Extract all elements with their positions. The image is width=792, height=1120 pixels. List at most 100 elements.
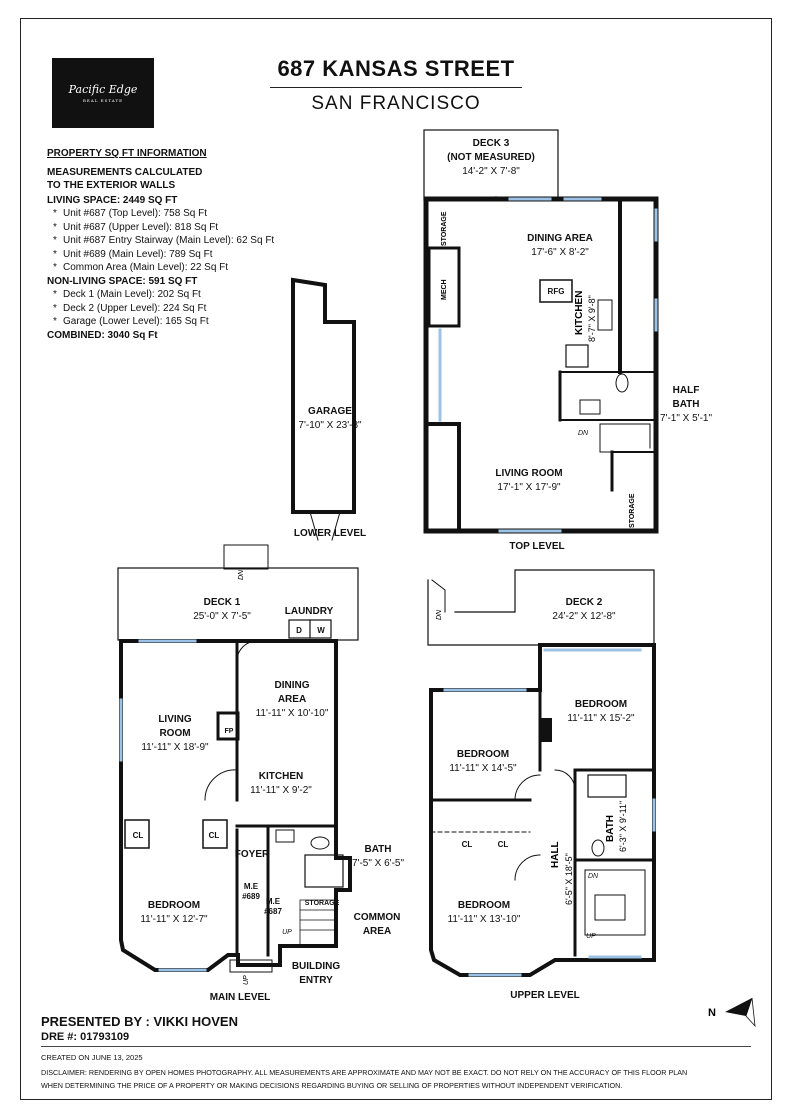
sqft-heading: PROPERTY SQ FT INFORMATION bbox=[47, 148, 207, 159]
deck3-name: DECK 3 bbox=[473, 138, 510, 149]
me689-label-1: M.E bbox=[244, 882, 259, 891]
common-area-label-2: AREA bbox=[363, 926, 391, 937]
foyer-label: FOYER bbox=[235, 849, 270, 860]
bedroom-upper-c-dim: 11'-11" X 13'-10" bbox=[448, 914, 521, 925]
upper-dn-label: DN bbox=[588, 873, 599, 880]
common-area-label-1: COMMON bbox=[354, 912, 401, 923]
lower-level-label: LOWER LEVEL bbox=[294, 528, 366, 539]
logo-text: Pacific Edge bbox=[68, 83, 138, 96]
half-bath-sink bbox=[579, 399, 601, 415]
closet-right bbox=[202, 819, 228, 849]
upper-bath-toilet bbox=[591, 839, 605, 857]
dryer-label: D bbox=[296, 626, 302, 635]
presented-by: PRESENTED BY : VIKKI HOVEN bbox=[41, 1014, 238, 1029]
living-top-dim: 17'-1" X 17'-9" bbox=[497, 482, 561, 493]
sqft-info-panel: PROPERTY SQ FT INFORMATION MEASUREMENTS … bbox=[47, 147, 347, 342]
bath-upper-name: BATH bbox=[605, 815, 616, 842]
rfg-label: RFG bbox=[548, 287, 565, 296]
deck1-dn-label: DN bbox=[238, 569, 245, 580]
deck3-dim: 14'-2" X 7'-8" bbox=[462, 166, 520, 177]
kitchen-top-dim: 8'-7" X 9'-8" bbox=[587, 295, 597, 342]
nonliving-item: *Deck 1 (Main Level): 202 Sq Ft bbox=[53, 289, 201, 300]
kitchen-main-name: KITCHEN bbox=[259, 771, 303, 782]
bath-toilet bbox=[310, 836, 330, 850]
upper-up-label: UP bbox=[586, 933, 596, 940]
dining-main-label-1: DINING bbox=[275, 680, 310, 691]
dre-number: DRE #: 01793109 bbox=[41, 1031, 130, 1043]
closet-right-label: CL bbox=[209, 831, 220, 840]
deck1-dim: 25'-0" X 7'-5" bbox=[193, 611, 251, 622]
upper-level-label: UPPER LEVEL bbox=[510, 990, 579, 1001]
laundry-label: LAUNDRY bbox=[285, 606, 334, 617]
kitchen-sink bbox=[597, 299, 613, 331]
refrigerator bbox=[539, 279, 573, 303]
upper-fireplace bbox=[540, 718, 552, 742]
me687-label-1: M.E bbox=[266, 897, 281, 906]
dining-top-name: DINING AREA bbox=[527, 233, 593, 244]
bath-sink bbox=[275, 829, 295, 843]
me687-label-2: #687 bbox=[264, 907, 282, 916]
page-border bbox=[20, 18, 772, 1100]
living-item: *Unit #689 (Main Level): 789 Sq Ft bbox=[53, 248, 213, 260]
building-entry-label-1: BUILDING bbox=[292, 961, 341, 972]
half-bath-toilet bbox=[615, 373, 629, 393]
bedroom-upper-c-name: BEDROOM bbox=[458, 900, 510, 911]
bath-tub bbox=[304, 854, 344, 888]
top-dn-label: DN bbox=[578, 430, 589, 437]
dining-top-dim: 17'-6" X 8'-2" bbox=[531, 247, 589, 258]
half-bath-dim: 7'-1" X 5'-1" bbox=[660, 413, 713, 424]
half-bath-label-1: HALF bbox=[673, 385, 700, 396]
created-date: CREATED ON JUNE 13, 2025 bbox=[41, 1053, 143, 1062]
entry-up-label: UP bbox=[243, 975, 250, 985]
storage-top-right: STORAGE bbox=[629, 493, 636, 528]
logo-subtext: REAL ESTATE bbox=[82, 98, 124, 103]
living-item: *Unit #687 (Top Level): 758 Sq Ft bbox=[53, 208, 207, 219]
upper-level-walls bbox=[429, 643, 656, 977]
bedroom-main-name: BEDROOM bbox=[148, 900, 200, 911]
dining-main-label-2: AREA bbox=[278, 694, 306, 705]
half-bath-label-2: BATH bbox=[672, 399, 699, 410]
upper-closet-left-label: CL bbox=[462, 840, 473, 849]
deck3-note: (NOT MEASURED) bbox=[447, 152, 535, 163]
deck2-outline bbox=[427, 569, 655, 646]
compass-rose: N bbox=[708, 997, 756, 1028]
storage-main-label: STORAGE bbox=[305, 900, 340, 907]
bedroom-upper-b-dim: 11'-11" X 14'-5" bbox=[449, 763, 517, 774]
hall-dim: 6'-5" X 18'-5" bbox=[564, 853, 574, 905]
upper-bath-tub bbox=[587, 774, 627, 798]
dining-main-dim: 11'-11" X 10'-10" bbox=[256, 708, 329, 719]
bedroom-upper-a-dim: 11'-11" X 15'-2" bbox=[567, 713, 635, 724]
living-item: *Common Area (Main Level): 22 Sq Ft bbox=[53, 262, 229, 273]
bath-upper-dim: 6'-3" X 9'-11" bbox=[618, 801, 628, 852]
me689-label-2: #689 bbox=[242, 892, 260, 901]
fireplace-label: FP bbox=[225, 728, 234, 735]
nonliving-item: *Garage (Lower Level): 165 Sq Ft bbox=[53, 316, 209, 327]
deck1-name: DECK 1 bbox=[204, 597, 241, 608]
bath-main-dim: 7'-5" X 6'-5" bbox=[352, 858, 405, 869]
main-level-walls bbox=[119, 639, 352, 972]
upper-closet-right-label: CL bbox=[498, 840, 509, 849]
bath-main-name: BATH bbox=[364, 844, 391, 855]
sqft-note-line2: TO THE EXTERIOR WALLS bbox=[47, 180, 176, 191]
washer-label: W bbox=[317, 626, 325, 635]
nonliving-item: *Deck 2 (Upper Level): 224 Sq Ft bbox=[53, 302, 207, 314]
deck2-dim: 24'-2" X 12'-8" bbox=[552, 611, 616, 622]
compass-north-label: N bbox=[708, 1007, 716, 1019]
main-level-label: MAIN LEVEL bbox=[210, 992, 271, 1003]
deck2-dn-label: DN bbox=[436, 609, 443, 620]
mech-room bbox=[427, 246, 461, 328]
brand-logo: Pacific Edge REAL ESTATE bbox=[52, 58, 154, 128]
main-up-label: UP bbox=[282, 929, 292, 936]
kitchen-top-name: KITCHEN bbox=[574, 291, 585, 335]
deck2-name: DECK 2 bbox=[566, 597, 603, 608]
garage-name: GARAGE bbox=[308, 406, 352, 417]
title-divider bbox=[270, 87, 522, 88]
disclaimer-line-1: DISCLAIMER: RENDERING BY OPEN HOMES PHOT… bbox=[41, 1068, 688, 1077]
living-main-label-1: LIVING bbox=[158, 714, 192, 725]
living-top-name: LIVING ROOM bbox=[495, 468, 562, 479]
combined-total: COMBINED: 3040 Sq Ft bbox=[47, 329, 158, 341]
closet-left-label: CL bbox=[133, 831, 144, 840]
storage-top-left: STORAGE bbox=[441, 211, 448, 246]
building-entry-label-2: ENTRY bbox=[299, 975, 333, 986]
